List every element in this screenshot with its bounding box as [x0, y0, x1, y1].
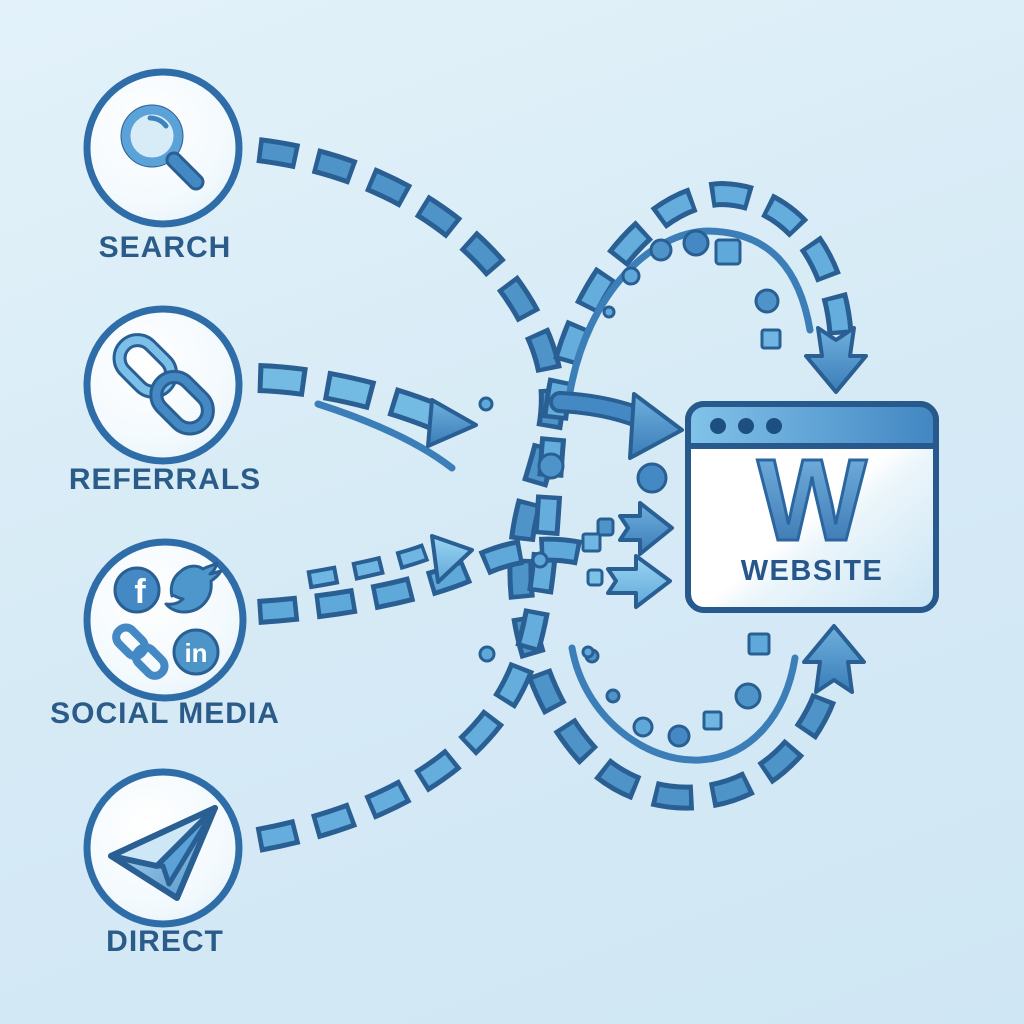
bottom-loop-accent-curve: [568, 644, 799, 764]
svg-text:in: in: [184, 638, 207, 668]
mini-chain-icon: [112, 623, 169, 680]
source-node-referrals: REFERRALS: [69, 305, 261, 496]
svg-text:f: f: [134, 573, 146, 611]
bottom-loop-up-arrow-icon: [802, 624, 866, 694]
main-inflow-arrow-icon: [549, 391, 684, 460]
social-label: SOCIAL MEDIA: [50, 697, 280, 730]
browser-title-bar: [688, 404, 936, 444]
facebook-icon: f: [113, 566, 161, 614]
referrals-accent-curve: [314, 400, 456, 472]
referrals-arrowhead-icon: [426, 398, 478, 448]
website-node: W WEBSITE: [685, 401, 939, 613]
website-logo: W: [757, 435, 867, 565]
magnifier-icon: [120, 104, 205, 191]
referrals-label: REFERRALS: [69, 463, 261, 496]
source-node-direct: DIRECT: [83, 768, 243, 958]
source-node-search: SEARCH: [83, 68, 243, 264]
flow-social-upper: [308, 552, 426, 580]
particle-dots: [478, 229, 782, 748]
paper-plane-icon: [108, 805, 218, 901]
browser-window-dots-icon: [710, 418, 782, 434]
website-label: WEBSITE: [741, 555, 884, 587]
social-upper-arrowhead-icon: [430, 534, 474, 584]
search-label: SEARCH: [99, 231, 232, 264]
top-loop-down-arrow-icon: [804, 326, 868, 394]
linkedin-icon: in: [172, 628, 220, 676]
chain-link-icon: [112, 333, 215, 436]
mid-chevron-arrow-icon: [596, 501, 674, 556]
top-loop-accent-curve: [566, 227, 814, 396]
direct-label: DIRECT: [106, 925, 224, 958]
lower-chevron-arrow-icon: [586, 554, 672, 609]
twitter-icon: [164, 561, 223, 614]
source-node-social: f in SOCIAL MEDIA: [50, 538, 280, 730]
